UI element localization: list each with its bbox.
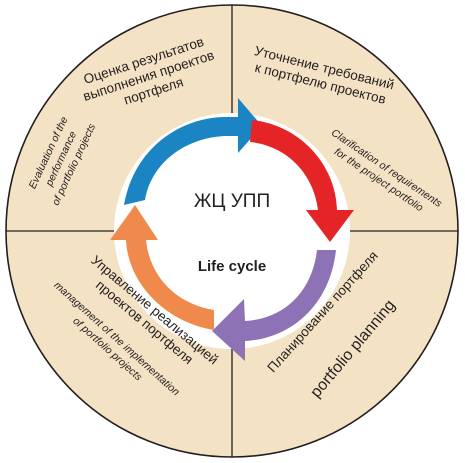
- cycle-arrows: [110, 98, 354, 361]
- center-subtitle: Life cycle: [198, 258, 266, 275]
- arrow-blue: [124, 98, 262, 205]
- inner-circle: [114, 113, 350, 349]
- arrow-red: [250, 120, 354, 242]
- center-title: ЖЦ УПП: [194, 191, 270, 212]
- arrow-orange: [110, 205, 214, 330]
- arrow-purple: [212, 250, 336, 361]
